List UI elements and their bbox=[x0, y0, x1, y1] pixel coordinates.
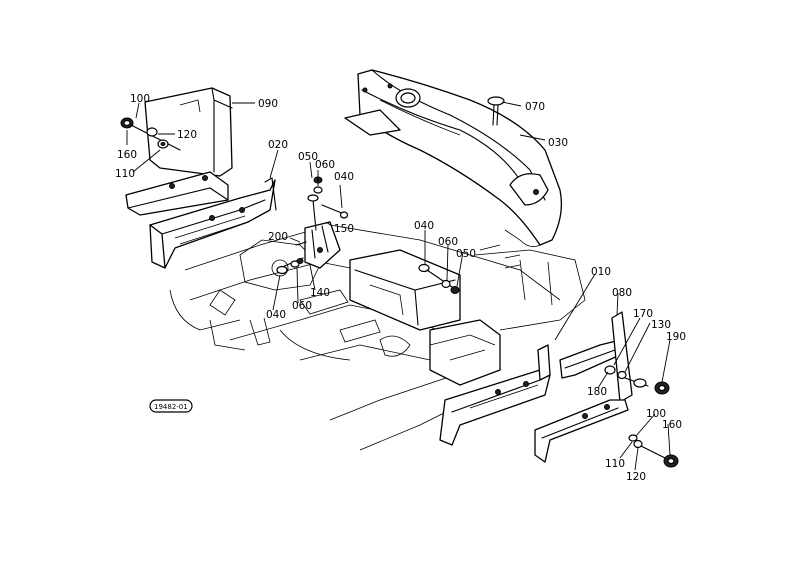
label-080: 080 bbox=[612, 287, 632, 299]
callout-labels: 090 100 120 160 110 020 050 060 040 150 … bbox=[115, 93, 686, 483]
label-040-c: 040 bbox=[414, 220, 434, 232]
label-140: 140 bbox=[310, 287, 330, 299]
part-020-left-step bbox=[149, 177, 277, 269]
leader-lines bbox=[126, 101, 671, 471]
label-170: 170 bbox=[633, 308, 653, 320]
label-190: 190 bbox=[666, 331, 686, 343]
label-130: 130 bbox=[651, 319, 671, 331]
label-010: 010 bbox=[591, 266, 611, 278]
label-040-a: 040 bbox=[334, 171, 354, 183]
part-090-left-panel bbox=[125, 87, 233, 216]
label-090: 090 bbox=[258, 98, 278, 110]
label-160-right: 160 bbox=[662, 419, 682, 431]
label-060-a: 060 bbox=[315, 159, 335, 171]
label-060-b: 060 bbox=[292, 300, 312, 312]
part-010-right-step bbox=[439, 344, 551, 446]
label-120-right: 120 bbox=[626, 471, 646, 483]
label-160-left: 160 bbox=[117, 149, 137, 161]
part-070-clip bbox=[487, 96, 505, 126]
label-180: 180 bbox=[587, 386, 607, 398]
part-030-cowl bbox=[344, 69, 563, 248]
hardware-center-stack bbox=[418, 263, 460, 294]
hardware-right-lower bbox=[628, 434, 679, 468]
label-200: 200 bbox=[268, 231, 288, 243]
label-120-left: 120 bbox=[177, 129, 197, 141]
label-040-b: 040 bbox=[266, 309, 286, 321]
label-100-left: 100 bbox=[130, 93, 150, 105]
label-020: 020 bbox=[268, 139, 288, 151]
label-060-c: 060 bbox=[438, 236, 458, 248]
frame-chassis bbox=[169, 224, 586, 451]
hardware-right-upper bbox=[604, 365, 670, 395]
label-100-right: 100 bbox=[646, 408, 666, 420]
reference-code: 19482-01 bbox=[154, 403, 188, 411]
label-050: 050 bbox=[298, 151, 318, 163]
label-150: 150 bbox=[334, 223, 354, 235]
label-030: 030 bbox=[548, 137, 568, 149]
center-bracket bbox=[276, 176, 349, 275]
hardware-left-stack bbox=[120, 117, 181, 151]
reference-code-badge: 19482-01 bbox=[149, 399, 193, 413]
part-080-right-panel bbox=[534, 311, 633, 463]
label-110-right: 110 bbox=[605, 458, 625, 470]
label-070: 070 bbox=[525, 101, 545, 113]
label-050-b: 050 bbox=[456, 248, 476, 260]
label-110-left: 110 bbox=[115, 168, 135, 180]
